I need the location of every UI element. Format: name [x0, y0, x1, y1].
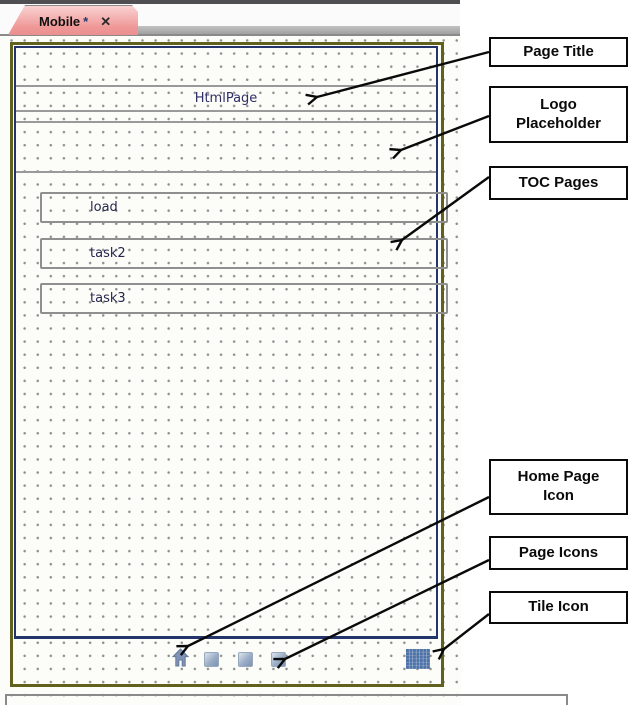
callout-toc-pages: TOC Pages — [489, 166, 628, 200]
mobile-canvas-frame[interactable] — [10, 42, 444, 687]
page-icon[interactable] — [238, 652, 253, 667]
tabstrip-top-bar — [0, 0, 460, 4]
page-title[interactable]: HtmlPage — [194, 90, 258, 106]
callout-page-title: Page Title — [489, 37, 628, 67]
toc-page-task3[interactable]: task3 — [40, 283, 448, 314]
page-icon[interactable] — [271, 652, 286, 667]
callout-home-page-icon: Home Page Icon — [489, 459, 628, 515]
toc-page-task2[interactable]: task2 — [40, 238, 448, 269]
tab-title: Mobile* — [39, 13, 89, 29]
callout-tile-icon: Tile Icon — [489, 591, 628, 624]
callout-page-icons: Page Icons — [489, 536, 628, 570]
section-divider — [16, 121, 436, 123]
tab-mobile[interactable]: Mobile* ✕ — [8, 5, 138, 35]
tile-icon[interactable] — [406, 649, 430, 669]
section-divider — [16, 110, 436, 112]
tabstrip-bottom-rule — [0, 34, 460, 36]
next-widget-edge — [5, 694, 568, 705]
unsaved-marker: * — [83, 13, 89, 29]
mobile-page-outline[interactable] — [14, 46, 438, 639]
toc-page-load[interactable]: load — [40, 192, 448, 223]
logo-placeholder-bottom-divider — [16, 171, 436, 173]
close-icon[interactable]: ✕ — [100, 13, 112, 29]
home-icon[interactable] — [172, 648, 189, 667]
page-icon[interactable] — [204, 652, 219, 667]
section-divider — [16, 85, 436, 87]
callout-logo-placeholder: Logo Placeholder — [489, 86, 628, 143]
